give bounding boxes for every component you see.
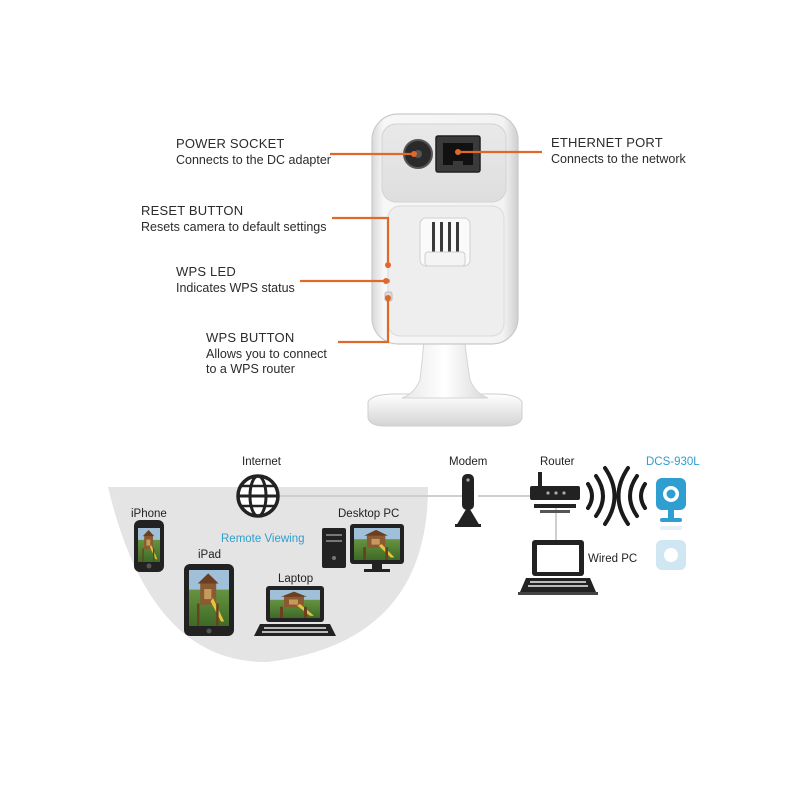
laptop-label: Laptop [278,573,314,585]
wps-button-title: WPS BUTTON [206,330,295,345]
connection-lines [276,495,557,540]
wps-led-callout-line [300,278,389,284]
callout-lines [300,149,542,344]
ethernet-port-desc: Connects to the network [551,152,686,166]
internet-label: Internet [242,456,281,468]
camera-icon [656,478,686,570]
iphone-icon [134,520,164,572]
wps-button-desc-line1: Allows you to connect [206,347,327,361]
wps-button-desc-line2: to a WPS router [206,362,295,376]
reset-button-callout-line [332,216,391,268]
camera-model-label: DCS-930L [646,456,700,468]
power-socket-title: POWER SOCKET [176,136,285,151]
remote-viewing-label: Remote Viewing [221,533,305,545]
modem-label: Modem [449,456,488,468]
wired-pc-label: Wired PC [588,553,638,565]
modem-icon [455,474,481,527]
power-socket-desc: Connects to the DC adapter [176,153,331,167]
ethernet-port-callout-line [455,149,542,155]
desktop-pc-icon [322,524,404,572]
wifi-waves-icon [586,466,647,526]
desktop-pc-label: Desktop PC [338,508,400,520]
router-label: Router [540,456,575,468]
ethernet-port-title: ETHERNET PORT [551,135,663,150]
wired-pc-laptop-icon [518,540,598,595]
reset-button-title: RESET BUTTON [141,203,244,218]
ipad-label: iPad [198,549,222,561]
globe-icon [236,474,280,518]
ipad-icon [184,564,234,636]
laptop-icon [254,586,336,636]
wps-led-title: WPS LED [176,264,236,279]
reset-button-desc: Resets camera to default settings [141,220,327,234]
power-socket-callout-line [330,151,417,157]
iphone-label: iPhone [131,508,167,520]
wps-led-desc: Indicates WPS status [176,281,295,295]
camera-rear-view [367,113,523,427]
wps-button-callout-line [338,295,391,344]
router-icon [530,472,580,513]
